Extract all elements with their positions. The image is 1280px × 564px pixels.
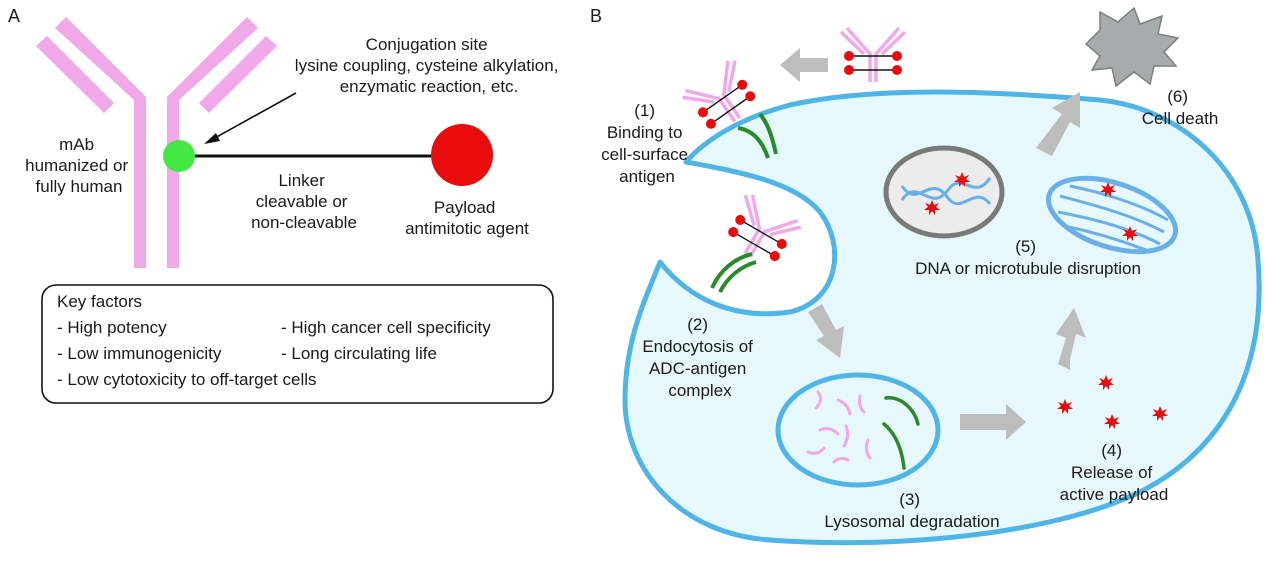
- payload-label: Payload antimitotic agent: [405, 198, 529, 238]
- microtubule-icon: [1045, 175, 1179, 255]
- antigen-icon: [737, 112, 778, 159]
- key-factor-item: - High potency: [57, 318, 167, 337]
- step-1-label: (1) Binding to cell-surface antigen: [601, 101, 693, 186]
- flow-arrow: [808, 304, 844, 358]
- panel-a-letter: A: [8, 6, 20, 26]
- antigen-icon: [710, 252, 757, 293]
- antibody-diagram: [36, 17, 277, 268]
- key-factor-item: - Low cytotoxicity to off-target cells: [57, 370, 317, 389]
- key-factors-box: Key factors - High potency - Low immunog…: [41, 284, 554, 404]
- dna-icon: [900, 177, 992, 206]
- bound-adc-icon: [682, 60, 756, 129]
- free-adc-icon: [839, 26, 907, 82]
- internalized-adc-icon: [728, 194, 802, 262]
- conjugation-site-label: Conjugation site lysine coupling, cystei…: [295, 35, 563, 96]
- key-factors-title: Key factors: [57, 292, 142, 311]
- key-factor-item: - High cancer cell specificity: [281, 318, 491, 337]
- key-factor-item: - Long circulating life: [281, 344, 437, 363]
- degraded-antibody-fragments: [806, 390, 872, 464]
- lysosome: [775, 372, 941, 488]
- linker-label: Linker cleavable or non-cleavable: [251, 171, 357, 232]
- step-3-label: (3) Lysosomal degradation: [824, 490, 999, 531]
- flow-arrow: [1056, 308, 1086, 370]
- conjugation-site-circle: [163, 140, 195, 172]
- flow-arrow: [1036, 92, 1080, 156]
- flow-arrow: [780, 48, 828, 82]
- mab-label: mAb humanized or fully human: [25, 135, 133, 196]
- key-factor-item: - Low immunogenicity: [57, 344, 222, 363]
- step-6-label: (6) Cell death: [1142, 87, 1219, 128]
- step-4-label: (4) Release of active payload: [1060, 441, 1169, 504]
- step-5-label: (5) DNA or microtubule disruption: [915, 237, 1141, 278]
- panel-b-letter: B: [590, 6, 602, 26]
- degraded-antigen-fragments: [882, 396, 920, 470]
- dead-cell-icon: [1084, 6, 1180, 88]
- step-2-label: (2) Endocytosis of ADC-antigen complex: [642, 315, 757, 400]
- payload-circle: [431, 124, 493, 186]
- flow-arrow: [960, 404, 1026, 440]
- conjugation-pointer-arrow: [204, 92, 297, 144]
